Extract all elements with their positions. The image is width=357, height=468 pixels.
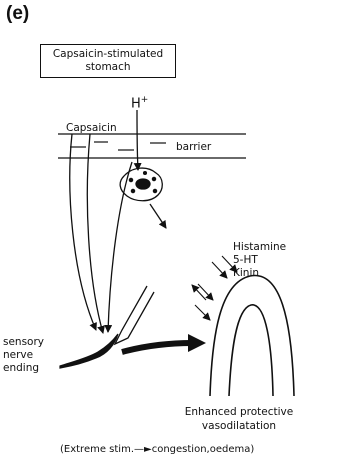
mucosal-barrier — [58, 134, 246, 158]
capsaicin-arrow-middle — [87, 134, 103, 333]
mediator-vessel-arrows — [192, 256, 237, 320]
proton-arrow — [137, 110, 138, 170]
efferent-arrowhead — [188, 334, 206, 352]
mast-cell-icon — [120, 168, 162, 201]
release-arrow — [150, 204, 166, 228]
nerve-ending-icon — [60, 334, 118, 368]
blood-vessel-icon — [210, 275, 294, 396]
efferent-arrow — [122, 343, 192, 352]
mediator-arrow — [115, 286, 154, 344]
capsaicin-arrow-left — [70, 134, 96, 330]
